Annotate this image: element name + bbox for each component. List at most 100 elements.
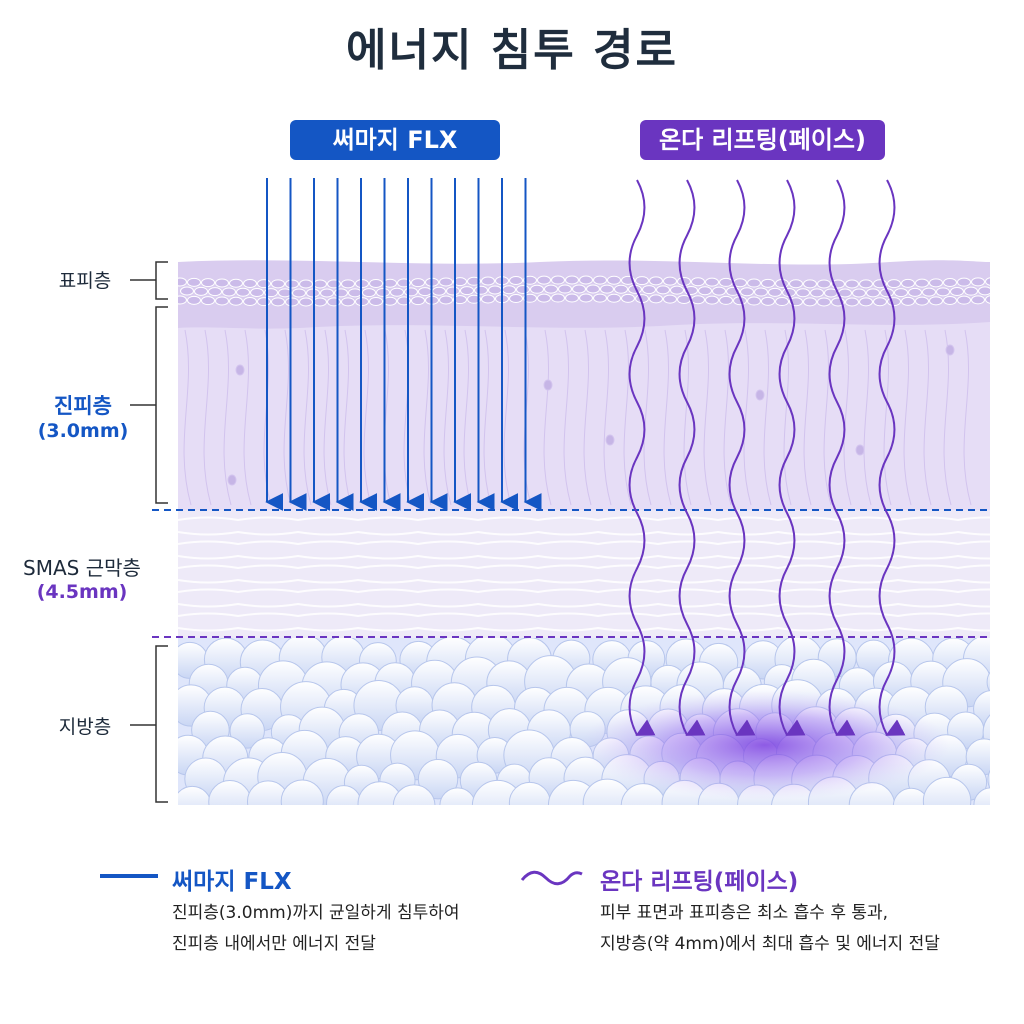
dermis-fiber [803, 329, 812, 506]
dermis-fiber [783, 329, 792, 506]
smas-label: SMAS 근막층 (4.5mm) [8, 552, 156, 603]
epidermis-cell [579, 293, 593, 303]
epidermis-cell [957, 295, 971, 305]
fat-cell [280, 779, 324, 805]
dermis-fiber [583, 329, 592, 506]
dermis-fiber [543, 329, 552, 506]
epidermis-cell [488, 285, 502, 295]
dermis-fiber [763, 329, 772, 506]
epidermis-cell [341, 279, 355, 289]
epidermis-cell [586, 284, 600, 294]
epidermis-cell [271, 297, 285, 307]
epidermis-label: 표피층 [40, 266, 130, 293]
epidermis-cell [404, 287, 418, 297]
epidermis-cell [957, 277, 971, 287]
epidermis-cell [768, 287, 782, 297]
flx-badge: 써마지 FLX [290, 120, 500, 160]
smas-fiber [178, 516, 990, 522]
epidermis-cell [873, 297, 887, 307]
smas-label-text: SMAS 근막층 [23, 556, 141, 580]
dermis-fiber [603, 329, 612, 506]
epidermis-cell [341, 297, 355, 307]
smas-fiber [178, 540, 990, 546]
epidermis-cell [411, 296, 425, 306]
epidermis-cell [180, 286, 194, 296]
epidermis-cell [460, 286, 474, 296]
epidermis-cell [467, 276, 481, 286]
epidermis-cell [229, 278, 243, 288]
epidermis-cell [1000, 295, 1013, 303]
epidermis-cell [810, 288, 824, 298]
epidermis-cell [236, 287, 250, 297]
dermis-fiber [283, 329, 292, 506]
onda-legend-line2: 지방층(약 4mm)에서 최대 흡수 및 에너지 전달 [600, 934, 940, 954]
dermis-cell [235, 364, 245, 376]
epidermis-cell [747, 278, 761, 288]
epidermis-cell [467, 294, 481, 304]
dermis-fiber [643, 329, 652, 506]
epidermis-cell [439, 295, 453, 305]
dermis-cell [855, 444, 865, 456]
dermis-cell [605, 434, 615, 446]
epidermis-cell [775, 297, 789, 307]
epidermis-cell [362, 288, 376, 298]
epidermis-cell [572, 284, 586, 294]
epidermis-cell [971, 295, 985, 305]
fat-label: 지방층 [40, 712, 130, 739]
smas-fiber [178, 554, 990, 560]
flx-legend-description: 진피층(3.0mm)까지 균일하게 침투하여 진피층 내에서만 에너지 전달 [172, 898, 460, 960]
epidermis-cell [698, 286, 712, 296]
epidermis-cell [432, 286, 446, 296]
dermis-depth-text: (3.0mm) [37, 420, 129, 442]
epidermis-cell [348, 288, 362, 298]
epidermis-cell [740, 287, 754, 297]
dermis-fiber [443, 329, 452, 506]
epidermis-cell [936, 287, 950, 297]
dermis-fiber [923, 329, 932, 506]
fat-cell [973, 787, 990, 805]
epidermis-cell [194, 286, 208, 296]
epidermis-cell [978, 286, 990, 296]
epidermis-cell [299, 279, 313, 289]
dermis-fiber [823, 329, 832, 506]
epidermis-cell [607, 293, 621, 303]
smas-fiber [178, 612, 990, 618]
dermis-fiber [663, 329, 672, 506]
epidermis-cell [817, 279, 831, 289]
epidermis-cell [243, 278, 257, 288]
epidermis-cell [243, 296, 257, 306]
epidermis-cell [187, 277, 201, 287]
epidermis-cell [656, 285, 670, 295]
epidermis-cell [481, 276, 495, 286]
epidermis-cell [453, 295, 467, 305]
dermis-fiber [303, 329, 312, 506]
dermis-label-text: 진피층 [54, 394, 112, 418]
dermis-fiber [363, 329, 372, 506]
epidermis-cell [453, 277, 467, 287]
epidermis-cell [229, 296, 243, 306]
epidermis-cell [950, 287, 964, 297]
fat-bracket [130, 645, 168, 803]
epidermis-cell [929, 278, 943, 288]
epidermis-cell [908, 287, 922, 297]
epidermis-cell [789, 279, 803, 289]
dermis-label: 진피층 (3.0mm) [20, 390, 146, 442]
epidermis-cell [208, 287, 222, 297]
smas-depth-text: (4.5mm) [36, 581, 128, 603]
epidermis-cell [866, 288, 880, 298]
epidermis-cell [607, 275, 621, 285]
dermis-fiber [723, 329, 732, 506]
fat-cell [986, 671, 990, 693]
epidermis-cell [803, 279, 817, 289]
epidermis-cell [894, 288, 908, 298]
dermis-fiber [863, 329, 872, 506]
smas-layer [178, 510, 990, 638]
fat-cell [208, 780, 252, 805]
dermis-fiber [483, 329, 492, 506]
epidermis-cell [292, 288, 306, 298]
epidermis-cell [313, 297, 327, 307]
dermis-fiber [563, 329, 572, 506]
epidermis-cell [369, 278, 383, 288]
smas-fiber [178, 626, 990, 632]
